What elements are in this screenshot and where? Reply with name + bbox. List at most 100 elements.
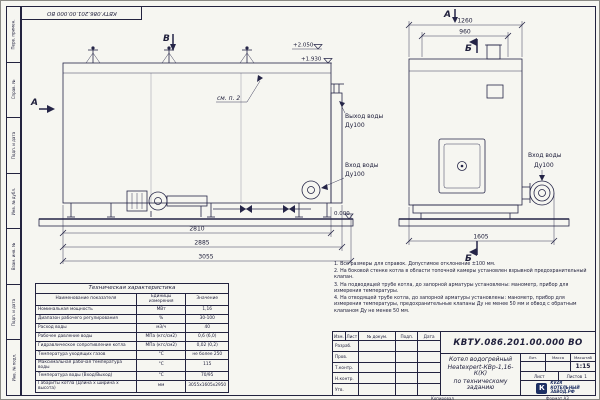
title-line: по техническому заданию: [453, 377, 508, 392]
sheets-label: Листов: [566, 373, 583, 379]
margin-cell: Инв. № дубл.: [7, 174, 20, 230]
empty-cell: [396, 341, 419, 352]
empty-cell: [396, 362, 419, 374]
notes-block: 1. Все размеры для справок. Допустимое о…: [334, 262, 592, 316]
inlet-text-1: Вход воды: [345, 162, 379, 169]
empty-cell: [359, 384, 397, 395]
row-name: Расход воды: [36, 324, 137, 333]
letter-a-end: А: [443, 10, 451, 20]
dimension-3055: 3055: [59, 215, 355, 265]
company-logo-row: К KVZR КОТЕЛЬНЫЙ ЗАВОД.РФ: [521, 380, 595, 395]
row-unit: МПа (кгс/см2): [136, 333, 187, 342]
title-block-meta: Лит. Масса Масштаб 1:15 Лист Листов 1: [521, 354, 595, 395]
valve-icon: [240, 205, 252, 213]
margin-cell: Взам. инв. №: [7, 229, 20, 285]
row-value: 70/95: [186, 372, 228, 381]
inlet-flange-side: [301, 180, 321, 200]
dim-1605-text: 1605: [473, 234, 488, 241]
row-name: Гидравлическое сопротивление котла: [36, 342, 137, 351]
empty-cell: [358, 351, 397, 363]
table-row: Расход воды м3/ч 40: [36, 324, 228, 333]
col-header-name: Наименование показателя: [36, 294, 137, 306]
row-name: Габариты котла (Длина х ширина х высота): [36, 381, 137, 392]
row-unit: °С: [136, 351, 187, 360]
table-header-row: Наименование показателя Единицы измерени…: [36, 294, 228, 306]
dim-3055-text: 3055: [198, 254, 213, 261]
empty-cell: [358, 341, 397, 352]
role-label: Разраб.: [333, 341, 359, 352]
sheets-cell: Листов 1: [558, 372, 595, 381]
row-unit: °С: [136, 360, 187, 372]
roof-vent: [161, 46, 177, 64]
elevation-marks: +2.050 +1.930 0.000: [292, 43, 354, 220]
row-value: 115: [186, 360, 228, 372]
dimension-1605: 1605: [405, 193, 558, 245]
valve-icon: [283, 205, 295, 213]
water-outlet-label: Выход воды Ду100: [339, 101, 383, 129]
table-row: Рабочее давление воды МПа (кгс/см2) 0,6 …: [36, 333, 228, 342]
header-cell: Дата: [418, 332, 440, 341]
dim-1260-text: 1260: [457, 18, 472, 25]
meta-header-row: Лит. Масса Масштаб: [521, 354, 595, 362]
side-view: [38, 46, 354, 227]
mass-value: [546, 362, 571, 372]
inlet-end-text-2: Ду100: [534, 162, 554, 169]
company-name: KVZR КОТЕЛЬНЫЙ ЗАВОД.РФ: [550, 380, 580, 395]
margin-cell: Подп. и дата: [7, 118, 20, 174]
dimension-960: 960: [418, 29, 512, 57]
empty-cell: [418, 352, 440, 363]
document-title: Котел водогрейный Heatexpert-КВр-1,16-К(…: [441, 354, 521, 395]
outlet-text-2: Ду100: [345, 122, 365, 129]
view-marker-v-top: В: [163, 34, 176, 51]
row-unit: м3/ч: [136, 324, 187, 333]
empty-cell: [396, 351, 419, 363]
row-value: 0,6 (6,0): [186, 333, 228, 342]
format-label: Формат А3: [546, 396, 569, 400]
role-label: Утв.: [333, 384, 359, 395]
see-note-text: см. п. 2: [217, 95, 240, 102]
table-row: Диапазон рабочего регулирования % 30-100: [36, 315, 228, 324]
role-row: Пров.: [333, 351, 440, 363]
inspection-window: [486, 84, 504, 99]
roof-vent: [239, 46, 255, 64]
top-stamp: КВТУ.086.201.00.000 ВО: [22, 7, 142, 20]
gost-margin-column: Перв. примен. Справ. № Подп. и дата Инв.…: [6, 6, 21, 396]
empty-cell: [358, 373, 397, 385]
sheet-frame: [21, 6, 596, 396]
empty-cell: [418, 363, 440, 374]
dimension-2810: 2810: [59, 205, 335, 264]
row-name: Температура воды (Вход/Выход): [36, 372, 137, 381]
col-header-value: Значение: [186, 294, 228, 306]
water-inlet-label-side: Вход воды Ду100: [321, 162, 379, 190]
company-line: ЗАВОД.РФ: [550, 389, 575, 395]
note-item: 4. На отводящей трубе котла, до запорной…: [334, 296, 577, 314]
row-unit: МВт: [136, 306, 187, 315]
margin-cell: Справ. №: [7, 63, 20, 119]
section-marker-b-top: Б: [465, 38, 478, 54]
row-value: не более 250: [186, 351, 228, 360]
mass-label: Масса: [546, 354, 571, 362]
title-block: Изм. Лист № докум. Подп. Дата Разраб. Пр…: [332, 331, 596, 396]
table-row: Температура уходящих газов °С не более 2…: [36, 351, 228, 360]
empty-cell: [418, 341, 440, 352]
margin-cell: Подп. и дата: [7, 285, 20, 341]
empty-cell: [396, 384, 419, 395]
row-unit: %: [136, 315, 187, 324]
table-row: Максимальная рабочая температура воды °С…: [36, 360, 228, 372]
water-inlet-label-end: Вход воды Ду100: [528, 152, 562, 181]
table-row: Габариты котла (Длина х ширина х высота)…: [36, 381, 228, 392]
base-frame: [398, 204, 570, 227]
note-item: 3. На подводящей трубе котла, до запорно…: [334, 282, 569, 294]
company-line: КОТЕЛЬНЫЙ: [550, 384, 580, 390]
header-cell: Изм.: [333, 332, 346, 341]
header-cell: Лист: [345, 332, 359, 341]
inlet-end-text-1: Вход воды: [528, 152, 562, 159]
scale-label: Масштаб: [571, 354, 595, 362]
table-row: Номинальная мощность МВт 1,16: [36, 306, 228, 315]
row-value: 40: [186, 324, 228, 333]
scale-value: 1:15: [571, 362, 595, 372]
row-value: 3055х1605х2950: [188, 383, 227, 389]
copied-label: Копировал: [431, 396, 454, 400]
burner-feeder: [126, 190, 311, 217]
